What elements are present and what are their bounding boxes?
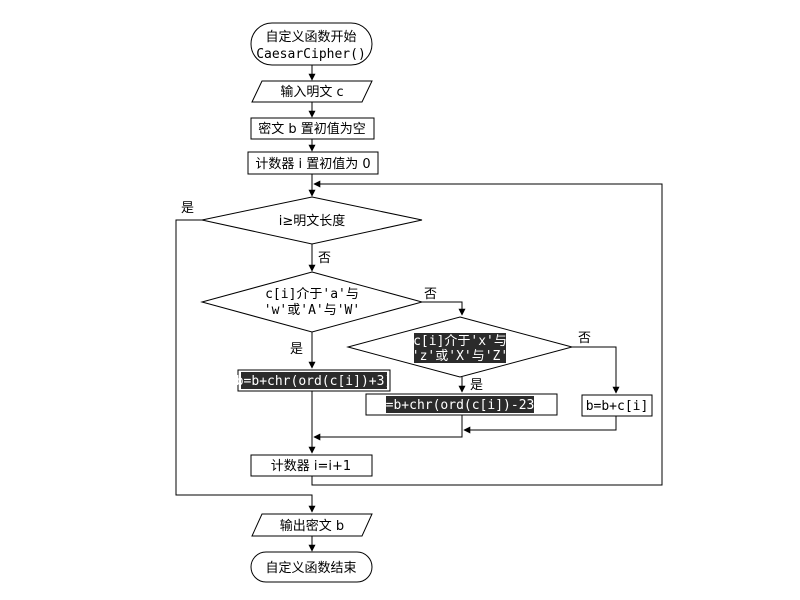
start-label-line2: CaesarCipher() (256, 47, 366, 62)
edge-label-yes-xz: 是 (470, 378, 483, 393)
edge-label-no-xz: 否 (578, 331, 591, 346)
edge-label-no-len: 否 (318, 251, 331, 266)
edge-cond-aw-no (422, 301, 466, 316)
cond-len-node: i≥明文长度 (201, 196, 423, 245)
shift-minus23-label: b=b+chr(ord(c[i])-23) (378, 398, 542, 413)
cond-aw-label-line2: 'w'或'A'与'W' (264, 303, 360, 318)
cond-aw-node: c[i]介于'a'与 'w'或'A'与'W' (200, 271, 424, 333)
edge-label-no-aw: 否 (424, 287, 437, 302)
increment-node: 计数器 i=i+1 (250, 454, 373, 477)
edge-label-yes-exit: 是 (181, 201, 194, 216)
edge-cond-len-yes-exit (175, 219, 316, 513)
edge-label-yes-aw: 是 (290, 342, 303, 357)
input-label: 输入明文 c (280, 84, 343, 100)
cond-len-label: i≥明文长度 (279, 213, 346, 229)
shift-minus23-node: b=b+chr(ord(c[i])-23) (365, 393, 558, 416)
start-label-line1: 自定义函数开始 (265, 30, 356, 45)
keep-node: b=b+c[i] (581, 394, 653, 417)
init-i-node: 计数器 i 置初值为 0 (247, 151, 379, 175)
edge-loop-back (311, 180, 663, 486)
edges (175, 65, 663, 552)
input-node: 输入明文 c (251, 80, 373, 103)
cond-aw-label-line1: c[i]介于'a'与 (265, 287, 359, 302)
init-b-node: 密文 b 置初值为空 (250, 117, 375, 140)
shift-plus3-node: b=b+chr(ord(c[i])+3) (236, 369, 393, 392)
keep-label: b=b+c[i] (586, 399, 649, 414)
output-label: 输出密文 b (280, 518, 344, 534)
cond-xz-label-line1: c[i]介于'x'与 (413, 334, 507, 349)
output-node: 输出密文 b (251, 513, 373, 537)
increment-label: 计数器 i=i+1 (271, 459, 351, 474)
cond-xz-node: c[i]介于'x'与 'z'或'X'与'Z' (346, 316, 574, 378)
end-node: 自定义函数结束 (250, 551, 373, 583)
edge-minus23-merge (313, 415, 463, 441)
edge-keep-merge (463, 416, 617, 434)
init-i-label: 计数器 i 置初值为 0 (255, 156, 370, 172)
end-label: 自定义函数结束 (265, 561, 356, 576)
cond-xz-label-line2: 'z'或'X'与'Z' (412, 349, 508, 364)
init-b-label: 密文 b 置初值为空 (258, 121, 366, 137)
start-node: 自定义函数开始 CaesarCipher() (250, 22, 373, 66)
edge-cond-xz-no (572, 346, 620, 394)
shift-plus3-label: b=b+chr(ord(c[i])+3) (236, 374, 393, 389)
